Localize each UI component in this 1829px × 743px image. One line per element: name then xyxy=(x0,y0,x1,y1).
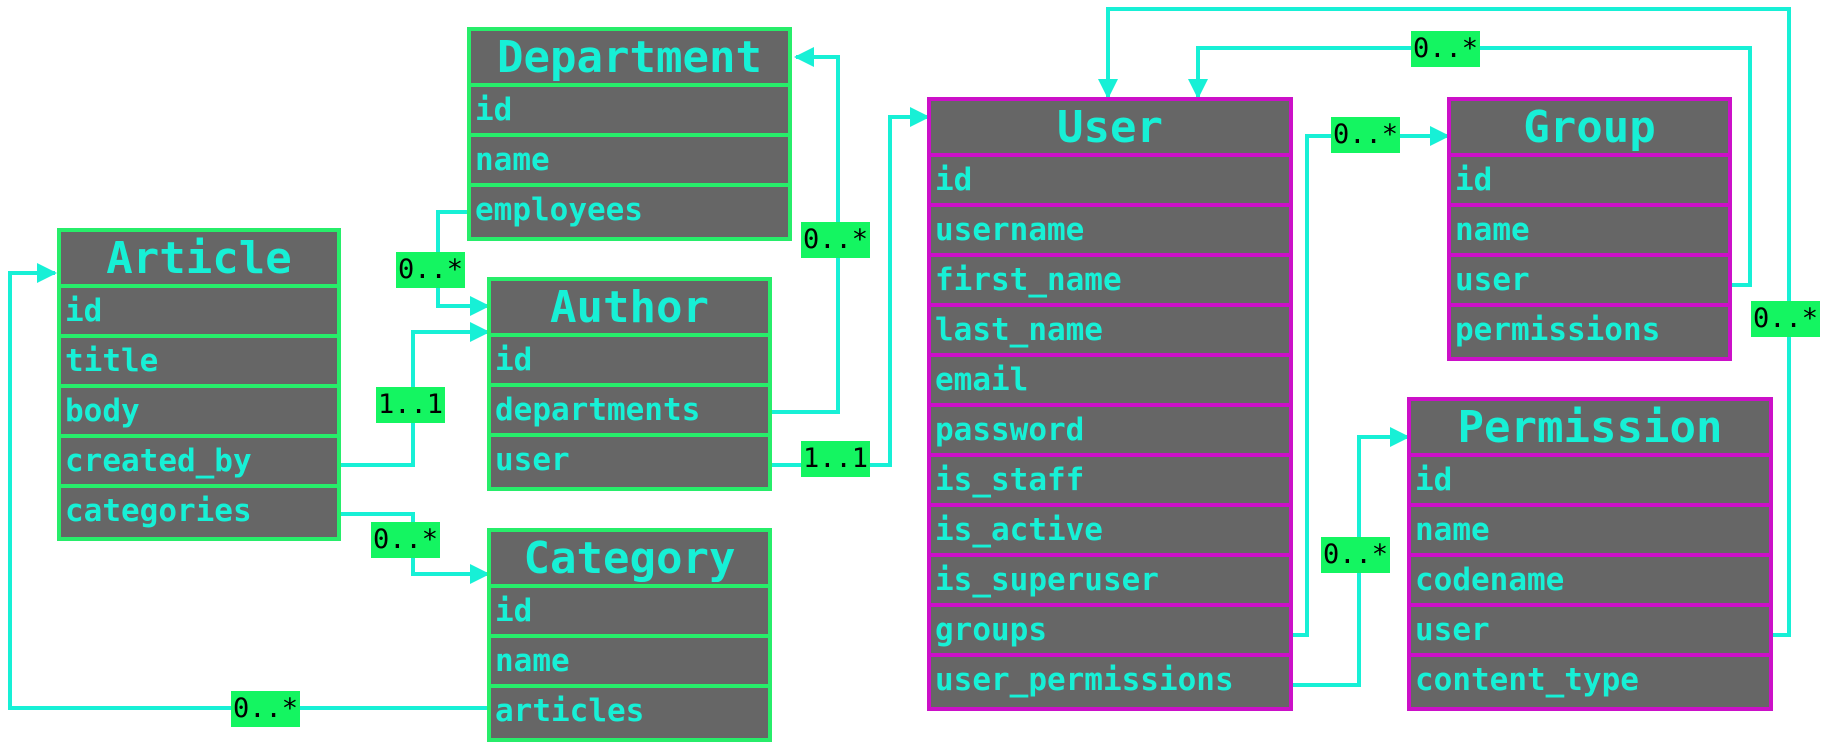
field-row: name xyxy=(1451,207,1728,257)
field-row: is_active xyxy=(931,507,1289,557)
multiplicity-label-department-author: 0..* xyxy=(396,252,466,288)
field-row: articles xyxy=(495,693,645,729)
multiplicity-label-author-user: 1..1 xyxy=(801,441,871,477)
entity-permission: Permission id name codename user content… xyxy=(1407,397,1773,711)
entity-author: Author id departments user xyxy=(487,277,772,491)
entity-category: Category id name articles xyxy=(487,528,772,742)
field-row: id xyxy=(931,157,1289,207)
field-row: is_superuser xyxy=(931,557,1289,607)
entity-title: User xyxy=(931,101,1289,157)
field-row: id xyxy=(471,87,788,137)
field-row: last_name xyxy=(931,307,1289,357)
field-row: codename xyxy=(1411,557,1769,607)
field-row: id xyxy=(491,337,768,387)
entity-user: User id username first_name last_name em… xyxy=(927,97,1293,711)
field-row: first_name xyxy=(931,257,1289,307)
field-row: body xyxy=(61,388,337,438)
field-row: user xyxy=(495,442,570,478)
multiplicity-label-article-category: 0..* xyxy=(371,522,441,558)
field-row: email xyxy=(931,357,1289,407)
connector-group-user-to-user xyxy=(1188,46,1752,287)
field-row: is_staff xyxy=(931,457,1289,507)
multiplicity-label-group-user: 0..* xyxy=(1411,31,1481,67)
multiplicity-label-author-department: 0..* xyxy=(801,222,871,258)
entity-title: Article xyxy=(61,232,337,288)
field-row: user xyxy=(1451,257,1728,307)
field-row: departments xyxy=(491,387,768,437)
entity-article: Article id title body created_by categor… xyxy=(57,228,341,541)
entity-title: Permission xyxy=(1411,401,1769,457)
field-row: categories xyxy=(65,493,252,529)
entity-title: Department xyxy=(471,31,788,87)
connector-permission-user-to-user xyxy=(1098,7,1791,637)
field-row: created_by xyxy=(61,438,337,488)
field-row: id xyxy=(1411,457,1769,507)
multiplicity-label-category-article: 0..* xyxy=(231,691,301,727)
field-row: title xyxy=(61,338,337,388)
field-row: permissions xyxy=(1455,312,1661,348)
entity-department: Department id name employees xyxy=(467,27,792,241)
field-row: id xyxy=(1451,157,1728,207)
field-row: groups xyxy=(931,607,1289,657)
field-row: user xyxy=(1411,607,1769,657)
field-row: user_permissions xyxy=(935,662,1234,698)
field-row: id xyxy=(61,288,337,338)
field-row: name xyxy=(471,137,788,187)
multiplicity-label-user-permission: 0..* xyxy=(1321,537,1391,573)
multiplicity-label-user-group: 0..* xyxy=(1331,117,1401,153)
field-row: name xyxy=(1411,507,1769,557)
field-row: id xyxy=(491,588,768,638)
entity-group: Group id name user permissions xyxy=(1447,97,1732,361)
field-row: name xyxy=(491,638,768,688)
entity-title: Group xyxy=(1451,101,1728,157)
multiplicity-label-permission-user: 0..* xyxy=(1751,301,1821,337)
entity-title: Category xyxy=(491,532,768,588)
entity-title: Author xyxy=(491,281,768,337)
field-row: username xyxy=(931,207,1289,257)
field-row: password xyxy=(931,407,1289,457)
field-row: employees xyxy=(475,192,643,228)
multiplicity-label-article-author: 1..1 xyxy=(376,387,446,423)
field-row: content_type xyxy=(1415,662,1639,698)
